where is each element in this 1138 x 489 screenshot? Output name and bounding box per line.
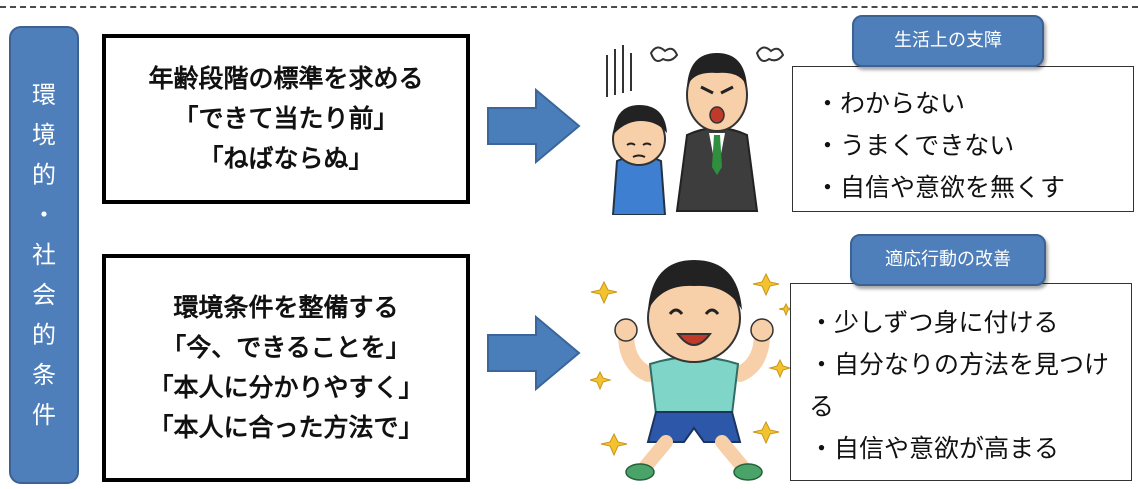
side-char: 的 [32,161,56,189]
box-line: 年齢段階の標準を求める [148,64,424,93]
side-char: 社 [32,241,56,269]
box-line: 「本人に合った方法で」 [148,413,424,442]
result-item: ・自信や意欲を無くす [815,173,1066,202]
life-obstacle-result-box: ・わからない ・うまくできない ・自信や意欲を無くす [792,66,1134,212]
happy-boy-with-stars-icon [590,260,794,481]
dashed-separator [0,6,1138,8]
life-obstacle-tag: 生活上の支障 [852,15,1044,67]
box-line: 「本人に分かりやすく」 [148,373,424,402]
arrange-environment-box: 環境条件を整備する 「今、できることを」 「本人に分かりやすく」 「本人に合った… [102,254,470,482]
result-item: ・わからない [815,89,966,118]
side-char: 会 [32,281,56,309]
result-item: ・自信や意欲が高まる [809,434,1060,463]
box-line: 「ねばならぬ」 [198,144,374,173]
arrow-right-icon [487,88,581,164]
box-line: 「できて当たり前」 [173,104,399,133]
box-line: 「今、できることを」 [161,333,411,362]
result-item: ・少しずつ身に付ける [809,308,1059,337]
scolding-man-and-boy-icon [606,45,785,215]
side-char: 件 [32,401,56,429]
side-char: ・ [32,201,56,229]
side-char: 環 [32,81,56,109]
side-char: 条 [32,361,56,389]
side-char: 境 [32,121,56,149]
arrow-right-icon [487,315,581,391]
adaptive-improvement-tag: 適応行動の改善 [850,234,1046,286]
result-item: ・うまくできない [815,131,1015,160]
demand-standard-box: 年齢段階の標準を求める 「できて当たり前」 「ねばならぬ」 [102,34,470,204]
box-line: 環境条件を整備する [173,293,399,322]
environment-condition-label: 環 境 的 ・ 社 会 的 条 件 [9,26,79,484]
result-item: ・自分なりの方法を見つける [809,350,1110,421]
adaptive-improvement-result-box: ・少しずつ身に付ける ・自分なりの方法を見つける ・自信や意欲が高まる [790,283,1132,481]
side-char: 的 [32,321,56,349]
